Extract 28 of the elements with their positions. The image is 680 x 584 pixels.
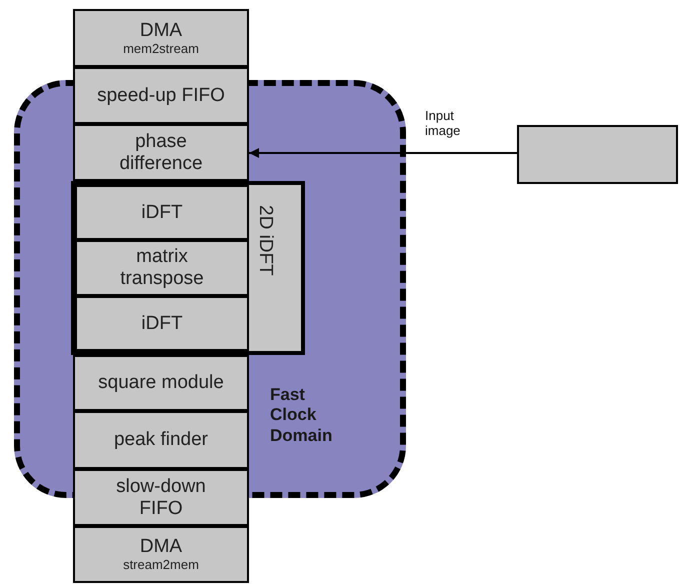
box-label: DMA	[140, 20, 182, 42]
box-sublabel: mem2stream	[123, 42, 199, 56]
process-box	[73, 355, 249, 411]
process-box	[73, 67, 249, 124]
process-box	[73, 124, 249, 181]
process-box	[75, 296, 249, 351]
process-box	[73, 9, 249, 67]
box-label: matrix transpose	[119, 246, 205, 290]
module-group-box	[71, 181, 305, 355]
box-label: phase difference	[118, 130, 204, 174]
process-box	[73, 411, 249, 469]
process-box	[75, 240, 249, 296]
edge-label: Input image	[425, 109, 462, 139]
region-label: Fast Clock Domain	[270, 385, 334, 446]
box-sublabel: stream2mem	[123, 558, 199, 573]
box-label: iDFT	[141, 202, 183, 224]
box-label: iDFT	[141, 312, 183, 334]
box-label: DMA	[140, 536, 182, 558]
box-label: square module	[98, 372, 224, 394]
box-label: peak finder	[114, 429, 208, 451]
process-box	[73, 469, 249, 526]
group-label: 2D iDFT	[254, 205, 276, 276]
process-box	[75, 185, 249, 240]
empty-box	[517, 125, 678, 184]
box-label: speed-up FIFO	[97, 84, 225, 106]
arrow	[249, 148, 517, 158]
process-box	[73, 526, 249, 583]
box-label: slow-down FIFO	[115, 476, 207, 520]
